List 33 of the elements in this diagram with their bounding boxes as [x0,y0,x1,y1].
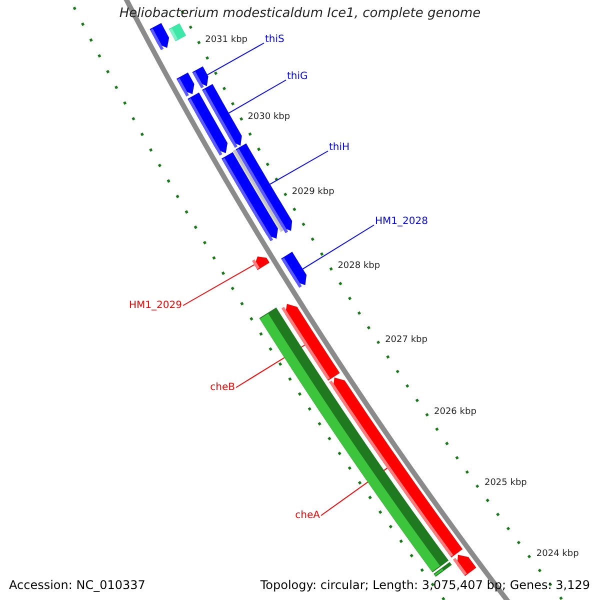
accession-text: Accession: NC_010337 [9,579,146,591]
gene-label: HM1_2029 [129,300,182,311]
gene-block [252,256,270,270]
feature-bar [434,562,452,577]
scale-label: 2024 kbp [536,548,579,559]
scale-label: 2030 kbp [248,112,290,122]
leader-line [206,42,264,76]
gene-block [452,554,476,576]
gene-label: HM1_2028 [375,216,428,227]
gene-block [192,66,208,88]
gene-label: thiS [265,34,284,45]
gene-label: cheB [210,382,235,393]
leader-line [270,150,328,185]
gene-block [281,252,307,288]
feature-bar [168,23,186,42]
scale-label: 2029 kbp [292,186,334,197]
gene-block [176,72,194,97]
scale-label: 2026 kbp [434,407,476,417]
leader-line [228,80,286,114]
gene-block [222,152,278,242]
map-title: Heliobacterium modesticaldum Ice1, complete genome [119,6,481,21]
leader-line [182,264,255,306]
leader-line [302,224,374,270]
scale-label: 2025 kbp [484,478,527,488]
gene-block [188,92,228,156]
gene-label: cheA [295,510,320,521]
scale-label: 2027 kbp [385,334,428,345]
gene-label: thiG [287,71,308,82]
gene-block [150,23,170,50]
scale-label: 2031 kbp [205,35,248,46]
gene-label: thiH [329,142,350,153]
scale-label: 2028 kbp [338,261,380,272]
genome-stats-text: Topology: circular; Length: 3,075,407 bp; Genes: 3,129 [260,579,590,591]
